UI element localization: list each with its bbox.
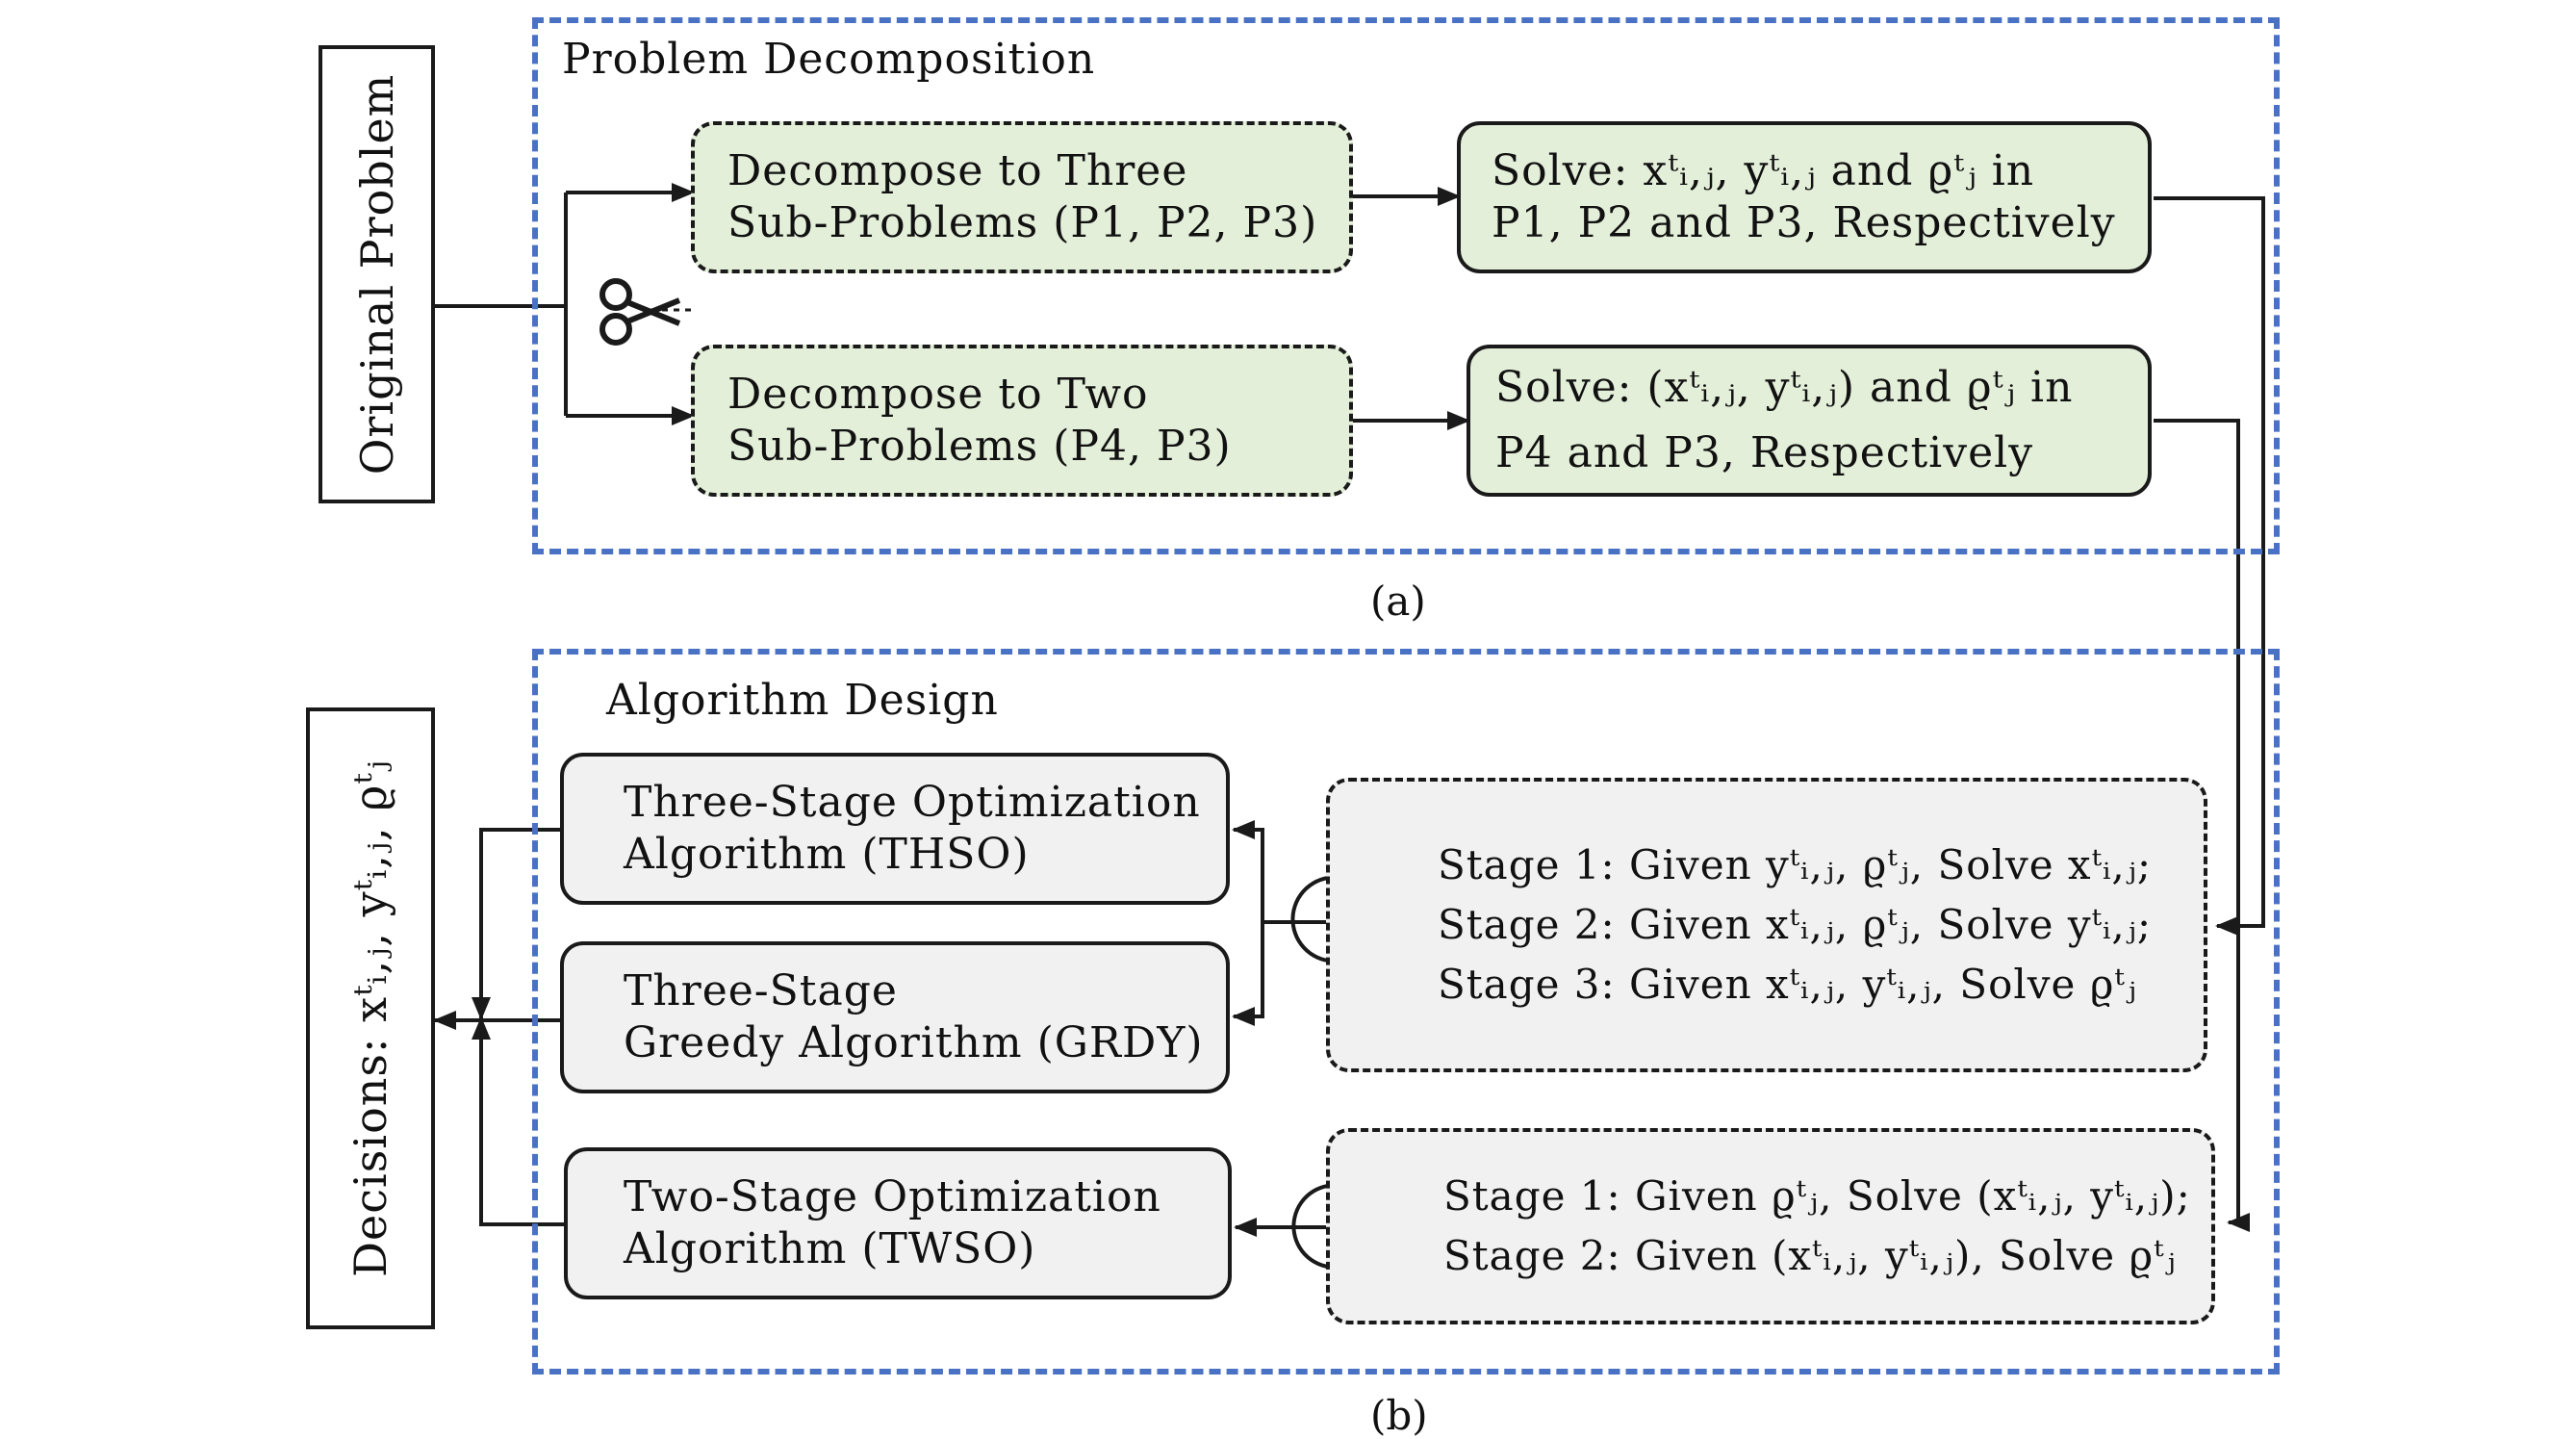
caption-a: (a) <box>1370 578 1426 625</box>
solve-two-box: Solve: (xᵗᵢ,ⱼ, yᵗᵢ,ⱼ) and ϱᵗⱼ in P4 and … <box>1467 345 2152 497</box>
thso-box: Three-Stage Optimization Algorithm (THSO… <box>560 753 1230 905</box>
grdy-box: Three-Stage Greedy Algorithm (GRDY) <box>560 941 1230 1093</box>
original-problem-box: Original Problem <box>319 45 435 503</box>
decompose-three-line2: Sub-Problems (P1, P2, P3) <box>727 198 1318 247</box>
thso-to-collector <box>472 828 572 1020</box>
grdy-line2: Greedy Algorithm (GRDY) <box>624 1018 1204 1067</box>
decisions-label: Decisions: xᵗᵢ,ⱼ, yᵗᵢ,ⱼ, ϱᵗⱼ <box>344 759 396 1277</box>
arrow-to-grdy <box>1232 922 1264 1026</box>
two-stage-step-1: Stage 1: Given ϱᵗⱼ, Solve (xᵗᵢ,ⱼ, yᵗᵢ,ⱼ)… <box>1443 1172 2191 1220</box>
thso-line2: Algorithm (THSO) <box>624 830 1030 879</box>
original-problem-label: Original Problem <box>350 73 403 475</box>
three-stage-step-3: Stage 3: Given xᵗᵢ,ⱼ, yᵗᵢ,ⱼ, Solve ϱᵗⱼ <box>1438 961 2137 1008</box>
solve-three-line1: Solve: xᵗᵢ,ⱼ, yᵗᵢ,ⱼ and ϱᵗⱼ in <box>1492 146 2035 195</box>
caption-b: (b) <box>1370 1392 1428 1439</box>
decompose-two-box: Decompose to Two Sub-Problems (P4, P3) <box>691 345 1353 497</box>
decompose-three-line1: Decompose to Three <box>727 146 1188 195</box>
decisions-box: Decisions: xᵗᵢ,ⱼ, yᵗᵢ,ⱼ, ϱᵗⱼ <box>306 707 435 1329</box>
twso-line1: Two-Stage Optimization <box>624 1172 1161 1221</box>
three-stage-step-2: Stage 2: Given xᵗᵢ,ⱼ, ϱᵗⱼ, Solve yᵗᵢ,ⱼ; <box>1438 901 2153 948</box>
twso-line2: Algorithm (TWSO) <box>624 1224 1036 1273</box>
decompose-two-line2: Sub-Problems (P4, P3) <box>727 422 1232 471</box>
two-stage-step-2: Stage 2: Given (xᵗᵢ,ⱼ, yᵗᵢ,ⱼ), Solve ϱᵗⱼ <box>1443 1232 2177 1279</box>
algorithm-design-panel <box>532 649 2280 1375</box>
solve-three-box: Solve: xᵗᵢ,ⱼ, yᵗᵢ,ⱼ and ϱᵗⱼ in P1, P2 an… <box>1457 121 2152 273</box>
wire-solve-two-to-stages <box>2154 419 2250 1232</box>
arrow-to-thso <box>1232 820 1328 924</box>
grdy-line1: Three-Stage <box>624 966 898 1015</box>
decompose-two-line1: Decompose to Two <box>727 370 1149 419</box>
solve-three-line2: P1, P2 and P3, Respectively <box>1492 198 2116 247</box>
twso-to-collector <box>472 1016 572 1226</box>
three-stage-steps-box: Stage 1: Given yᵗᵢ,ⱼ, ϱᵗⱼ, Solve xᵗᵢ,ⱼ; … <box>1326 778 2207 1072</box>
decompose-three-box: Decompose to Three Sub-Problems (P1, P2,… <box>691 121 1353 273</box>
three-stage-step-1: Stage 1: Given yᵗᵢ,ⱼ, ϱᵗⱼ, Solve xᵗᵢ,ⱼ; <box>1438 841 2153 888</box>
twso-box: Two-Stage Optimization Algorithm (TWSO) <box>564 1147 1232 1299</box>
scissors-icon <box>599 278 681 346</box>
solve-two-line1: Solve: (xᵗᵢ,ⱼ, yᵗᵢ,ⱼ) and ϱᵗⱼ in <box>1495 363 2074 412</box>
thso-line1: Three-Stage Optimization <box>624 778 1201 827</box>
panel-b-title: Algorithm Design <box>606 676 999 725</box>
solve-two-line2: P4 and P3, Respectively <box>1495 428 2034 477</box>
panel-a-title: Problem Decomposition <box>562 35 1096 84</box>
problem-decomposition-panel <box>532 17 2280 554</box>
two-stage-steps-box: Stage 1: Given ϱᵗⱼ, Solve (xᵗᵢ,ⱼ, yᵗᵢ,ⱼ)… <box>1326 1128 2215 1324</box>
